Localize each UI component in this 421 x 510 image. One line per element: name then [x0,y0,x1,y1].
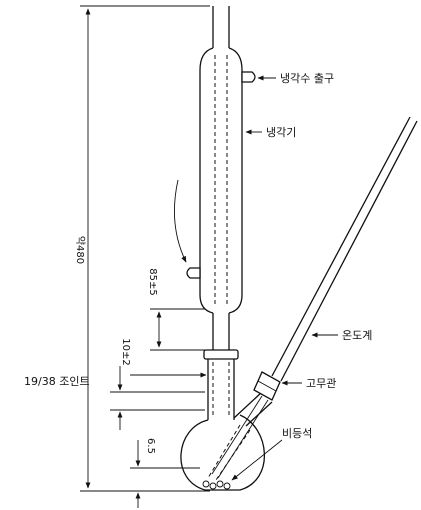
thermometer-callout: 온도계 [311,329,372,342]
neck-length-dimension: 10±2 [110,338,205,430]
thermometer-label: 온도계 [342,329,372,342]
neck-length-label: 10±2 [120,338,131,365]
condenser [186,47,256,314]
ground-glass-joint [203,349,239,420]
boiling-chips-callout: 비등석 [231,427,312,481]
boiling-chips [202,480,231,490]
coolant-outlet-callout: 냉각수 출구 [257,72,334,85]
rubber-tube-callout: 고무관 [281,377,336,390]
bottom-gap-label: 6.5 [145,438,156,454]
coolant-inlet-arrow [174,179,187,263]
condenser-callout: 냉각기 [245,126,296,139]
condenser-gap-dimension: 85±5 [147,268,205,351]
total-height-label: 약480 [74,236,86,264]
coolant-inlet-nub [186,267,201,279]
joint-callout: 19/38 조인트 [24,372,207,388]
condenser-label: 냉각기 [266,126,296,139]
coolant-outlet-nub [241,71,256,83]
coolant-outlet-label: 냉각수 출구 [280,72,334,85]
bottom-gap-dimension: 6.5 [130,438,200,508]
thermometer [211,116,418,479]
condenser-gap-label: 85±5 [147,268,158,295]
connecting-neck [212,313,230,352]
joint-label: 19/38 조인트 [24,375,90,388]
boiling-chips-label: 비등석 [282,427,312,440]
total-height-dimension: 약480 [74,5,210,492]
round-bottom-flask [180,391,273,491]
rubber-tube [253,371,281,401]
top-tube [212,6,230,48]
rubber-tube-label: 고무관 [306,377,336,390]
